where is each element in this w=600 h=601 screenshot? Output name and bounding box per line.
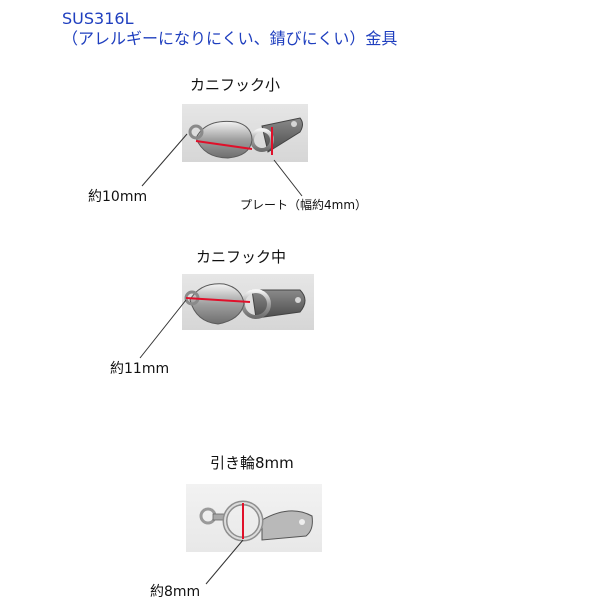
product-feature-subtitle: （アレルギーになりにくい、錆びにくい）金具 xyxy=(62,29,398,48)
item-title-spring-ring: 引き輪8mm xyxy=(210,454,294,472)
item-title-medium-lobster-clasp: カニフック中 xyxy=(196,248,287,266)
medium-clasp-size-label: 約11mm xyxy=(110,361,170,377)
item-title-small-lobster-clasp: カニフック小 xyxy=(190,76,281,94)
product-material-title: SUS316L xyxy=(62,9,134,28)
plate-width-label: プレート（幅約4mm） xyxy=(240,198,368,212)
spring-ring-drawing xyxy=(199,500,313,542)
medium-lobster-clasp-drawing xyxy=(184,283,306,325)
small-lobster-clasp-drawing xyxy=(188,117,303,159)
small-size-pointer-line xyxy=(141,133,188,187)
spring-size-pointer-line xyxy=(205,539,244,585)
medium-size-pointer-line xyxy=(139,299,187,359)
spring-ring-size-label: 約8mm xyxy=(150,584,201,600)
plate-pointer-line xyxy=(273,159,303,197)
small-clasp-size-label: 約10mm xyxy=(88,189,148,205)
